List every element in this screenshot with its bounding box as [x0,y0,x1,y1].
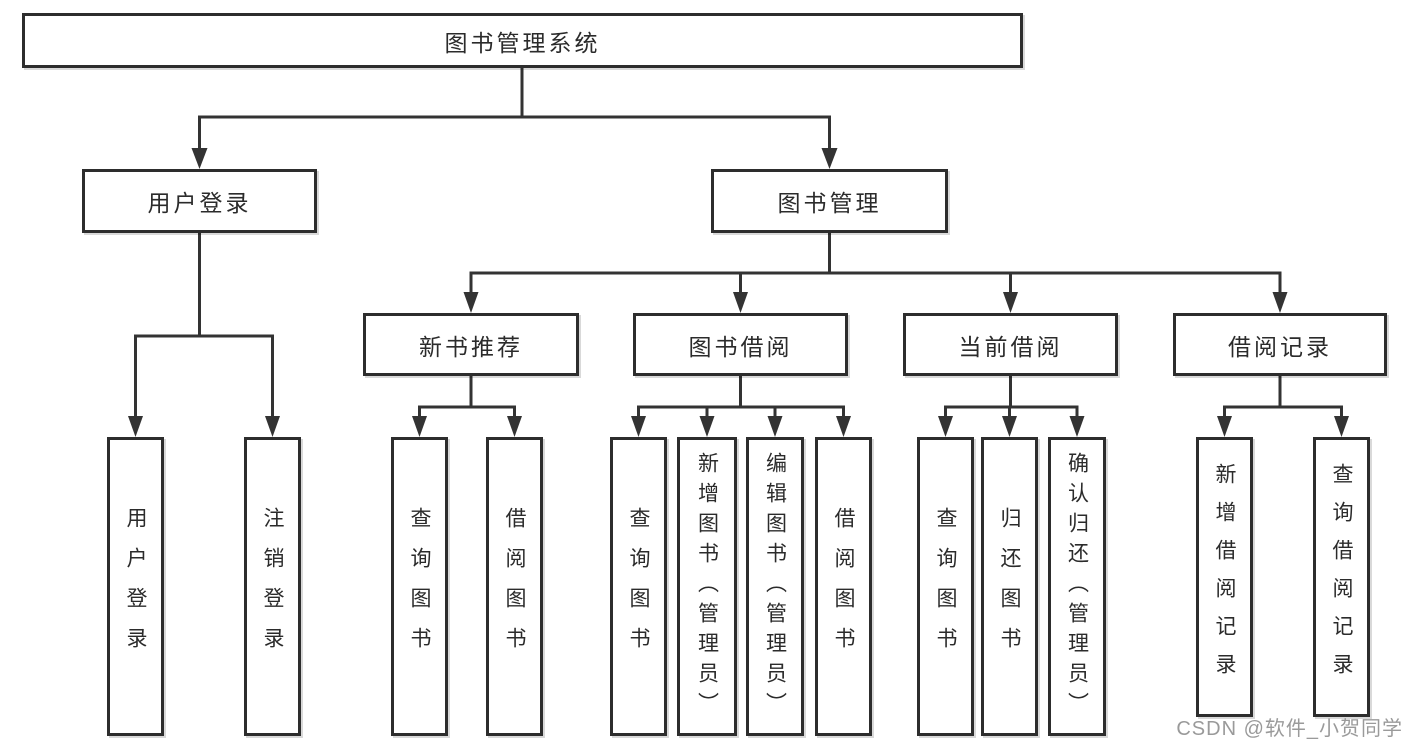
connector-book-borrow [637,375,845,421]
connector-user-login [134,232,274,420]
leaf-logout: 注销登录 [244,437,301,736]
node-root-label: 图书管理系统 [444,29,601,56]
node-borrow-records-label: 借阅记录 [1228,333,1332,360]
leaf-user-login-label: 用户登录 [124,506,147,667]
node-current-borrow-label: 当前借阅 [958,333,1063,360]
leaf-edit-book-admin-label: 编辑图书（管理员） [763,451,787,722]
node-user-login: 用户登录 [82,169,317,233]
node-current-borrow: 当前借阅 [903,313,1118,376]
node-borrow-records: 借阅记录 [1173,313,1387,376]
leaf-current-query-book-label: 查询图书 [934,506,957,667]
connector-borrow-records [1223,375,1343,421]
leaf-borrow-book: 借阅图书 [815,437,872,736]
arrowheads [128,148,1349,437]
leaf-borrow-book-label: 借阅图书 [832,506,855,667]
leaf-borrow-query-book: 查询图书 [610,437,667,736]
leaf-return-book-label: 归还图书 [998,506,1021,667]
node-root: 图书管理系统 [22,13,1023,68]
leaf-add-book-admin: 新增图书（管理员） [677,437,737,736]
leaf-logout-label: 注销登录 [261,506,284,667]
leaf-recommend-borrow-book: 借阅图书 [486,437,543,736]
leaf-add-borrow-record: 新增借阅记录 [1196,437,1253,717]
leaf-current-query-book: 查询图书 [917,437,974,736]
csdn-watermark: CSDN @软件_小贺同学 [1176,718,1403,740]
connector-book-management [469,232,1282,296]
leaf-borrow-query-book-label: 查询图书 [627,506,650,667]
leaf-confirm-return-admin: 确认归还（管理员） [1048,437,1106,736]
leaf-edit-book-admin: 编辑图书（管理员） [746,437,804,736]
connector-root [198,67,831,152]
node-user-login-label: 用户登录 [147,190,252,216]
leaf-confirm-return-admin-label: 确认归还（管理员） [1065,451,1089,722]
node-book-borrow: 图书借阅 [633,313,848,376]
node-new-book-recommend: 新书推荐 [363,313,579,376]
leaf-query-borrow-record: 查询借阅记录 [1313,437,1370,717]
node-book-management-label: 图书管理 [777,190,882,216]
node-book-management: 图书管理 [711,169,948,233]
leaf-add-borrow-record-label: 新增借阅记录 [1213,463,1236,691]
leaf-recommend-query-book-label: 查询图书 [408,506,431,667]
connector-new-book-recommend [418,375,516,421]
node-book-borrow-label: 图书借阅 [688,333,793,360]
leaf-return-book: 归还图书 [981,437,1038,736]
leaf-recommend-borrow-book-label: 借阅图书 [503,506,526,667]
leaf-query-borrow-record-label: 查询借阅记录 [1330,463,1353,691]
leaf-recommend-query-book: 查询图书 [391,437,448,736]
leaf-add-book-admin-label: 新增图书（管理员） [695,451,719,722]
connector-current-borrow [944,375,1079,421]
node-new-book-recommend-label: 新书推荐 [419,333,523,360]
leaf-user-login: 用户登录 [107,437,164,736]
